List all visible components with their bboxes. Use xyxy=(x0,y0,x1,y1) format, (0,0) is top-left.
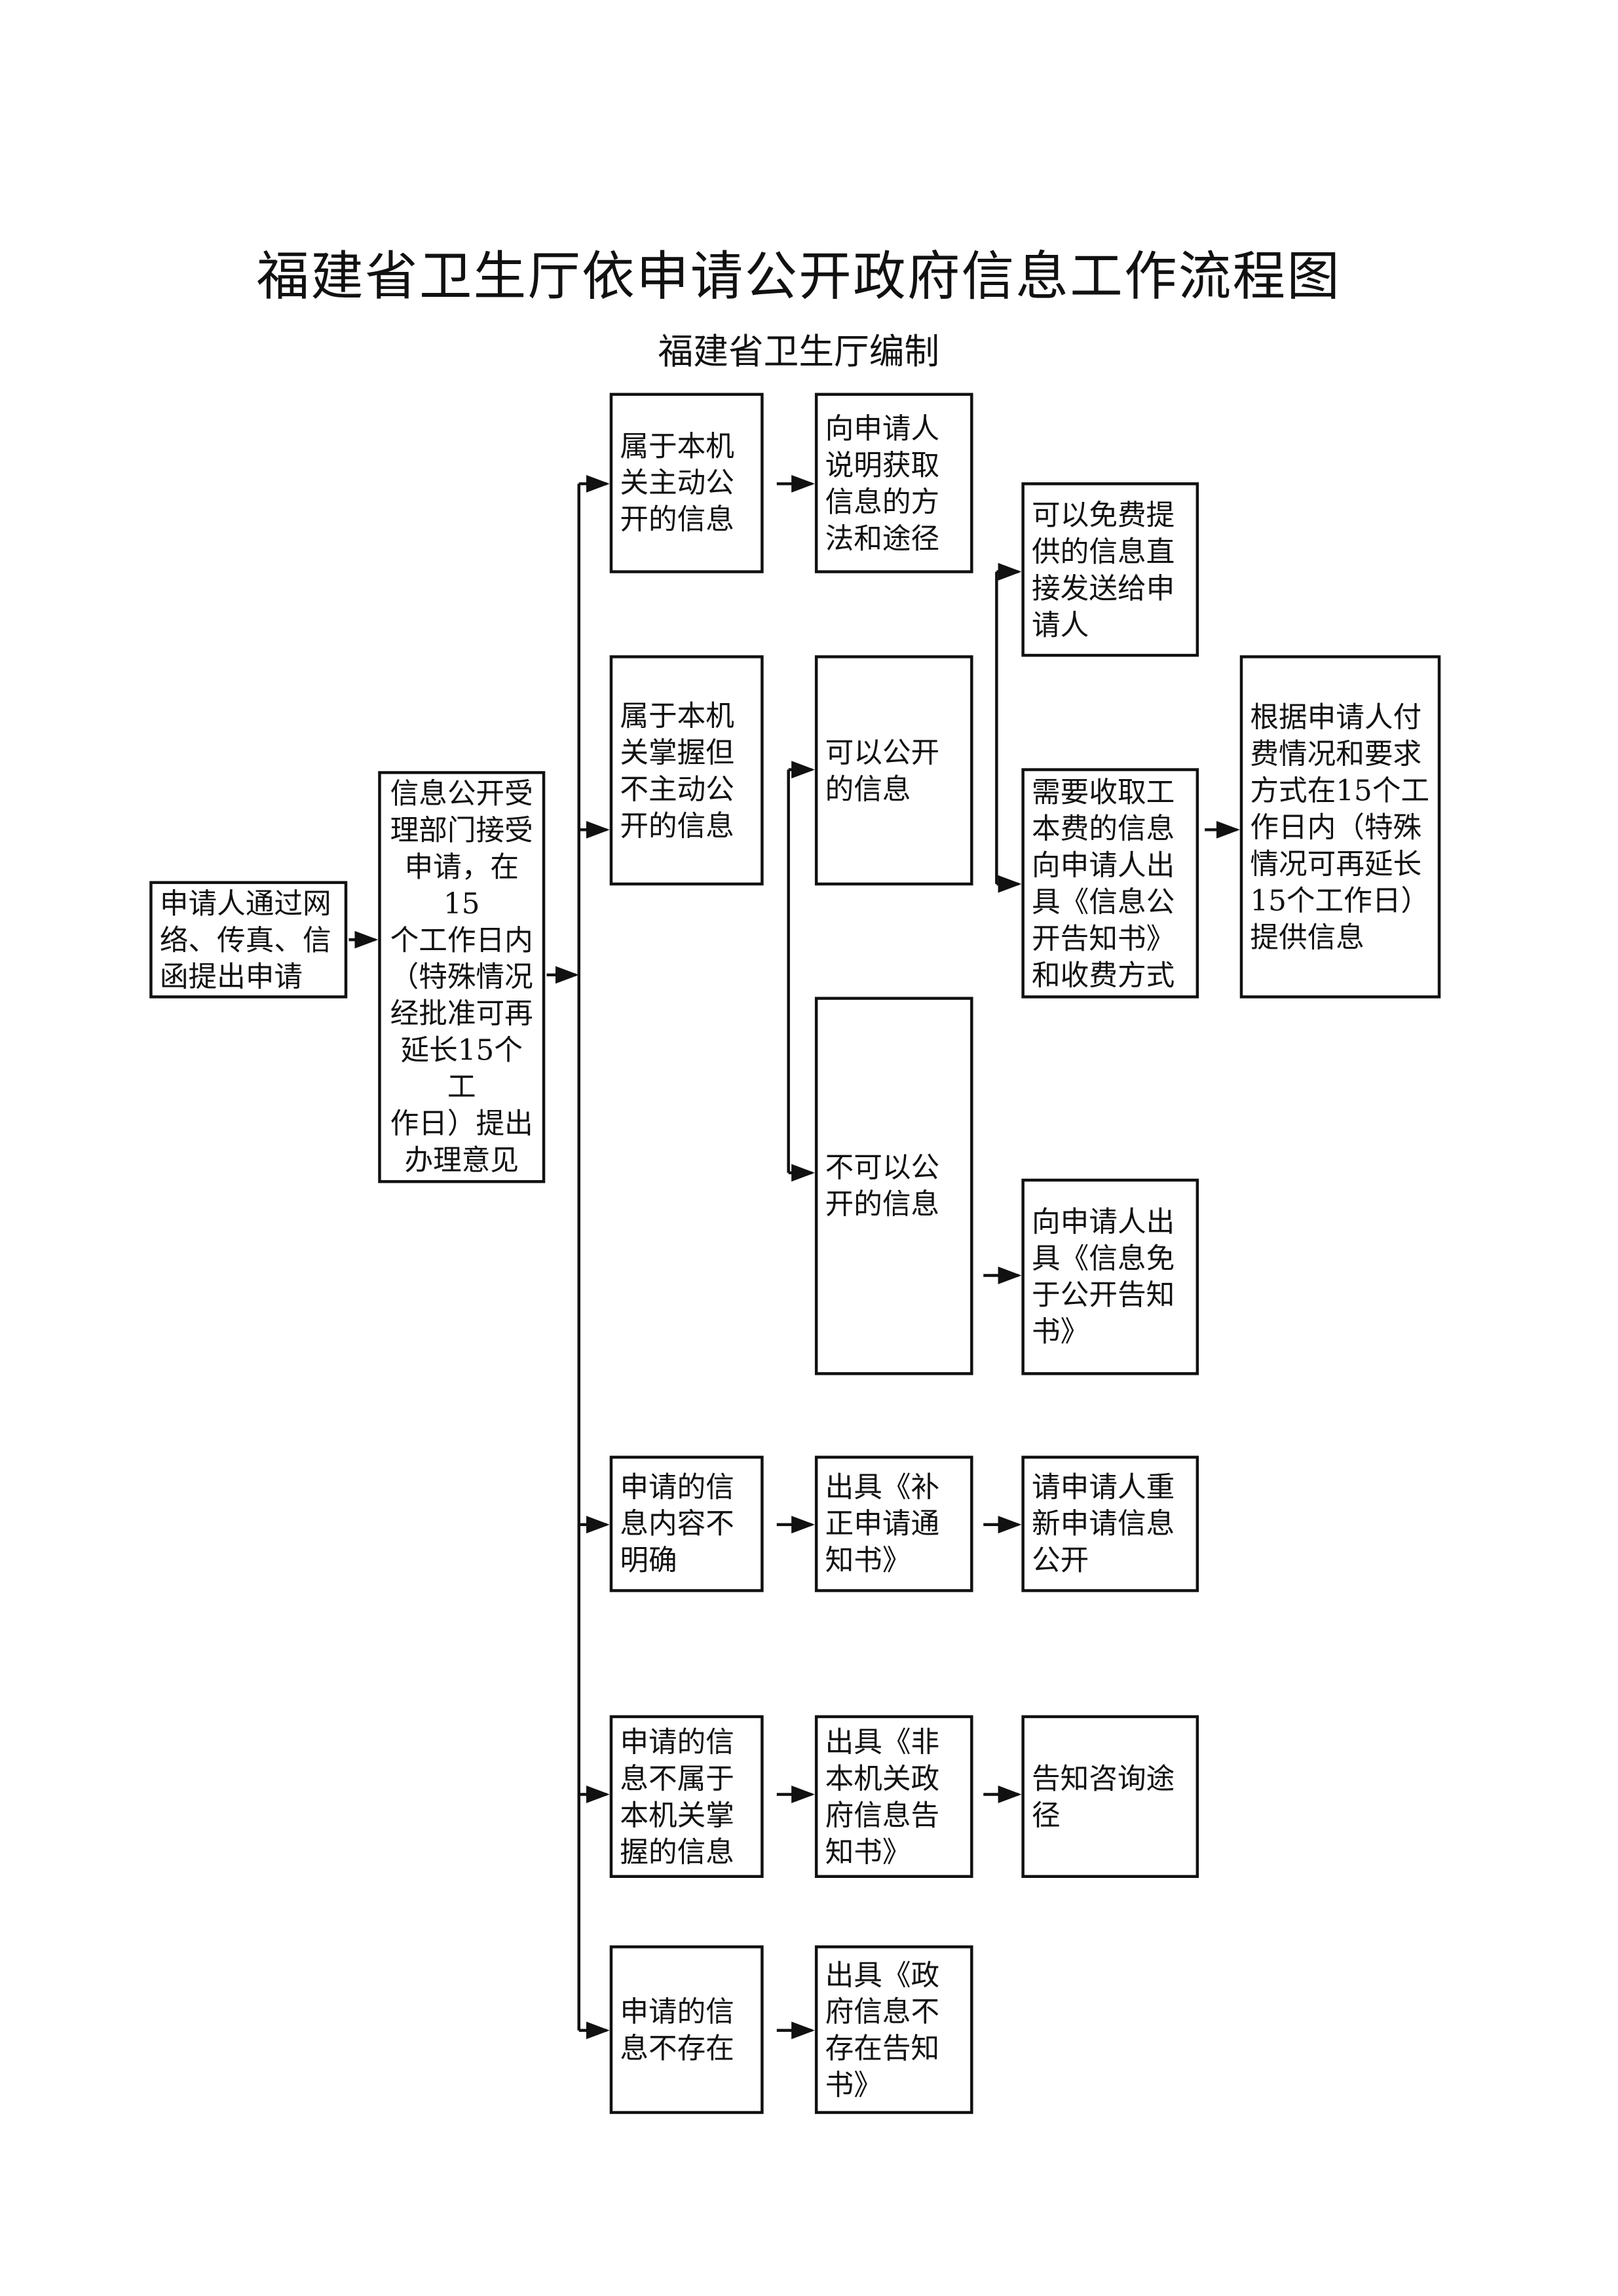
box-free-send: 可以免费提 供的信息直 接发送给申 请人 xyxy=(1021,482,1199,657)
box-unclear: 申请的信 息内容不 明确 xyxy=(609,1455,764,1592)
box-apply: 申请人通过网 络、传真、信 函提出申请 xyxy=(149,881,348,999)
box-accept: 信息公开受 理部门接受 申请，在15 个工作日内 （特殊情况 经批准可再 延长1… xyxy=(378,771,546,1183)
flowchart-title: 福建省卫生厅依申请公开政府信息工作流程图 xyxy=(256,248,1342,308)
box-cannot-public: 不可以公 开的信息 xyxy=(814,997,973,1375)
box-reapply: 请申请人重 新申请信息 公开 xyxy=(1021,1455,1199,1592)
box-text: 出具《政 府信息不 存在告知 书》 xyxy=(825,1957,940,2102)
box-text: 属于本机 关掌握但 不主动公 开的信息 xyxy=(620,698,734,843)
box-text: 向申请人出 具《信息免 于公开告知 书》 xyxy=(1032,1205,1175,1349)
box-can-public: 可以公开 的信息 xyxy=(814,655,973,886)
box-provide-info: 根据申请人付 费情况和要求 方式在15个工 作日内（特殊 情况可再延长 15个工… xyxy=(1239,655,1441,999)
box-text: 请申请人重 新申请信息 公开 xyxy=(1032,1470,1175,1578)
box-exempt-notice: 向申请人出 具《信息免 于公开告知 书》 xyxy=(1021,1178,1199,1375)
box-fee-notice: 需要收取工 本费的信息 向申请人出 具《信息公 开告知书》 和收费方式 xyxy=(1021,768,1199,999)
box-text: 需要收取工 本费的信息 向申请人出 具《信息公 开告知书》 和收费方式 xyxy=(1032,775,1175,992)
box-text: 出具《补 正申请通 知书》 xyxy=(825,1470,940,1578)
box-explain-method: 向申请人 说明获取 信息的方 法和途径 xyxy=(814,392,973,573)
box-text: 申请人通过网 络、传真、信 函提出申请 xyxy=(159,886,331,993)
box-text: 出具《非 本机关政 府信息告 知书》 xyxy=(825,1725,940,1869)
box-text: 根据申请人付 费情况和要求 方式在15个工 作日内（特殊 情况可再延长 15个工… xyxy=(1250,700,1430,954)
box-correction-notice: 出具《补 正申请通 知书》 xyxy=(814,1455,973,1592)
box-text: 可以免费提 供的信息直 接发送给申 请人 xyxy=(1032,497,1175,641)
box-text: 属于本机 关主动公 开的信息 xyxy=(620,429,734,537)
flowchart-subtitle: 福建省卫生厅编制 xyxy=(658,331,940,373)
box-text: 可以公开 的信息 xyxy=(825,735,940,806)
box-not-exist: 申请的信 息不存在 xyxy=(609,1945,764,2114)
box-not-exist-notice: 出具《政 府信息不 存在告知 书》 xyxy=(814,1945,973,2114)
box-text: 信息公开受 理部门接受 申请，在15 个工作日内 （特殊情况 经批准可再 延长1… xyxy=(390,776,533,1177)
box-held-not-active: 属于本机 关掌握但 不主动公 开的信息 xyxy=(609,655,764,886)
box-consult-route: 告知咨询途 径 xyxy=(1021,1715,1199,1878)
box-text: 申请的信 息不存在 xyxy=(620,1994,734,2065)
box-text: 申请的信 息内容不 明确 xyxy=(620,1470,734,1578)
box-not-held: 申请的信 息不属于 本机关掌 握的信息 xyxy=(609,1715,764,1878)
box-text: 向申请人 说明获取 信息的方 法和途径 xyxy=(825,411,940,555)
box-text: 申请的信 息不属于 本机关掌 握的信息 xyxy=(620,1725,734,1869)
box-text: 告知咨询途 径 xyxy=(1032,1761,1175,1832)
box-non-agency-notice: 出具《非 本机关政 府信息告 知书》 xyxy=(814,1715,973,1878)
box-text: 不可以公 开的信息 xyxy=(825,1151,940,1221)
box-active-public: 属于本机 关主动公 开的信息 xyxy=(609,392,764,573)
